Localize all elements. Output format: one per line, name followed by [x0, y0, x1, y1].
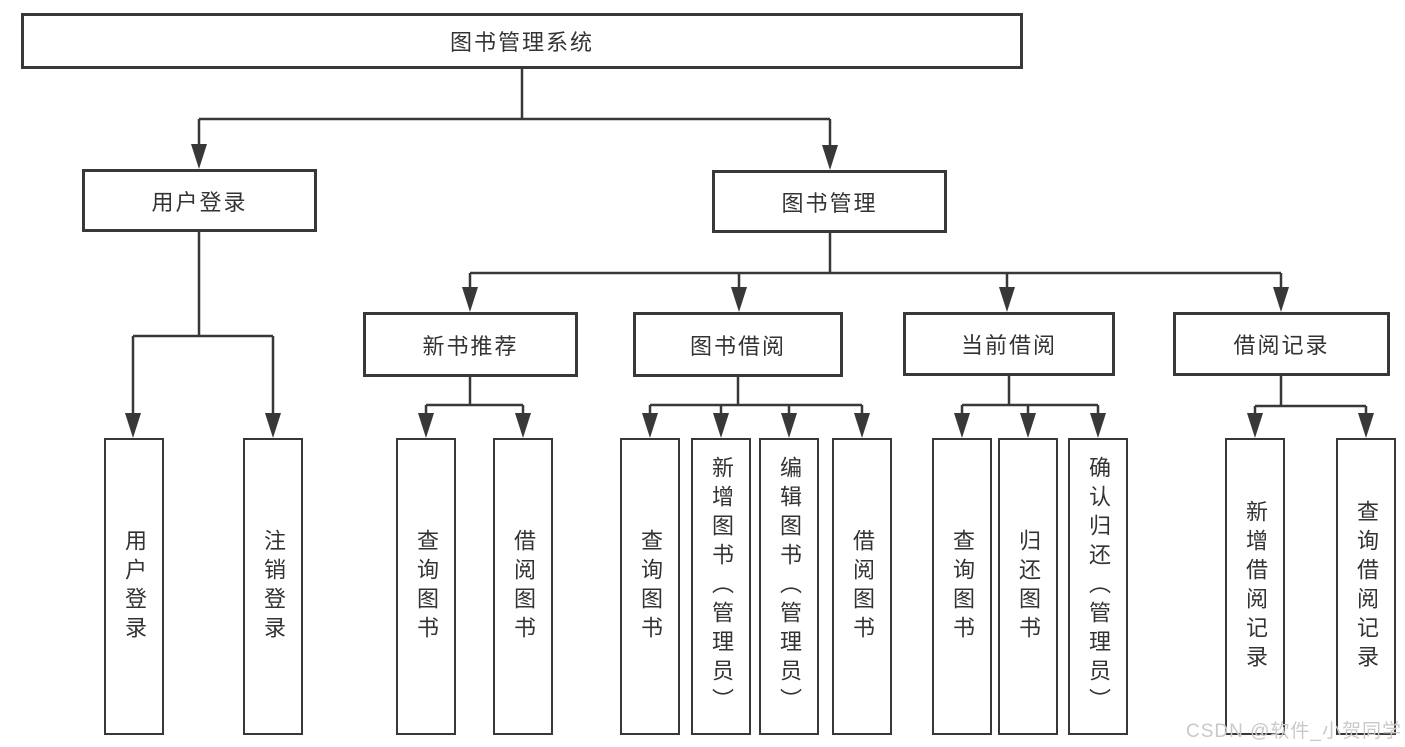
csdn-watermark: CSDN @软件_小贺同学	[1186, 721, 1402, 742]
leaf-label: 查询图书	[414, 528, 439, 645]
leaf-label: 编辑图书（管理员）	[777, 456, 802, 717]
node-book-borrowing: 图书借阅	[633, 312, 843, 377]
node-label: 当前借阅	[960, 333, 1057, 358]
leaf-label: 查询图书	[638, 528, 663, 645]
node-new-book-recommend: 新书推荐	[363, 312, 578, 377]
leaf-add-borrow-record: 新增借阅记录	[1225, 438, 1285, 735]
leaf-label: 用户登录	[122, 528, 147, 645]
leaf-query-borrow-record: 查询借阅记录	[1336, 438, 1396, 735]
leaf-borrow-book: 借阅图书	[832, 438, 892, 735]
leaf-query-book-recommend: 查询图书	[396, 438, 456, 735]
node-user-login: 用户登录	[82, 169, 317, 232]
leaf-label: 新增图书（管理员）	[709, 456, 734, 717]
node-label: 借阅记录	[1233, 333, 1330, 358]
leaf-label: 归还图书	[1016, 528, 1041, 645]
node-label: 图书管理	[781, 190, 878, 216]
leaf-query-book-current: 查询图书	[932, 438, 992, 735]
leaf-confirm-return-admin: 确认归还（管理员）	[1068, 438, 1128, 735]
leaf-user-login: 用户登录	[104, 438, 164, 735]
leaf-label: 注销登录	[261, 528, 286, 645]
leaf-edit-book-admin: 编辑图书（管理员）	[759, 438, 819, 735]
leaf-label: 查询借阅记录	[1354, 499, 1379, 674]
node-label: 图书借阅	[689, 333, 786, 359]
node-library-management-system: 图书管理系统	[21, 13, 1023, 69]
arrow-heads	[125, 144, 1374, 438]
leaf-borrow-book-recommend: 借阅图书	[493, 438, 553, 735]
node-label: 图书管理系统	[449, 30, 594, 55]
node-borrowing-records: 借阅记录	[1173, 312, 1390, 376]
leaf-return-book: 归还图书	[998, 438, 1058, 735]
node-current-borrowing: 当前借阅	[903, 312, 1115, 376]
node-book-management: 图书管理	[712, 170, 947, 233]
leaf-logout: 注销登录	[243, 438, 303, 735]
leaf-label: 查询图书	[950, 528, 975, 645]
leaf-label: 借阅图书	[511, 528, 536, 645]
node-label: 新书推荐	[422, 333, 519, 359]
leaf-query-book-borrowing: 查询图书	[620, 438, 680, 735]
leaf-label: 确认归还（管理员）	[1086, 456, 1111, 717]
node-label: 用户登录	[151, 189, 248, 215]
leaf-label: 新增借阅记录	[1243, 499, 1268, 674]
leaf-label: 借阅图书	[850, 528, 875, 645]
leaf-add-book-admin: 新增图书（管理员）	[691, 438, 751, 735]
